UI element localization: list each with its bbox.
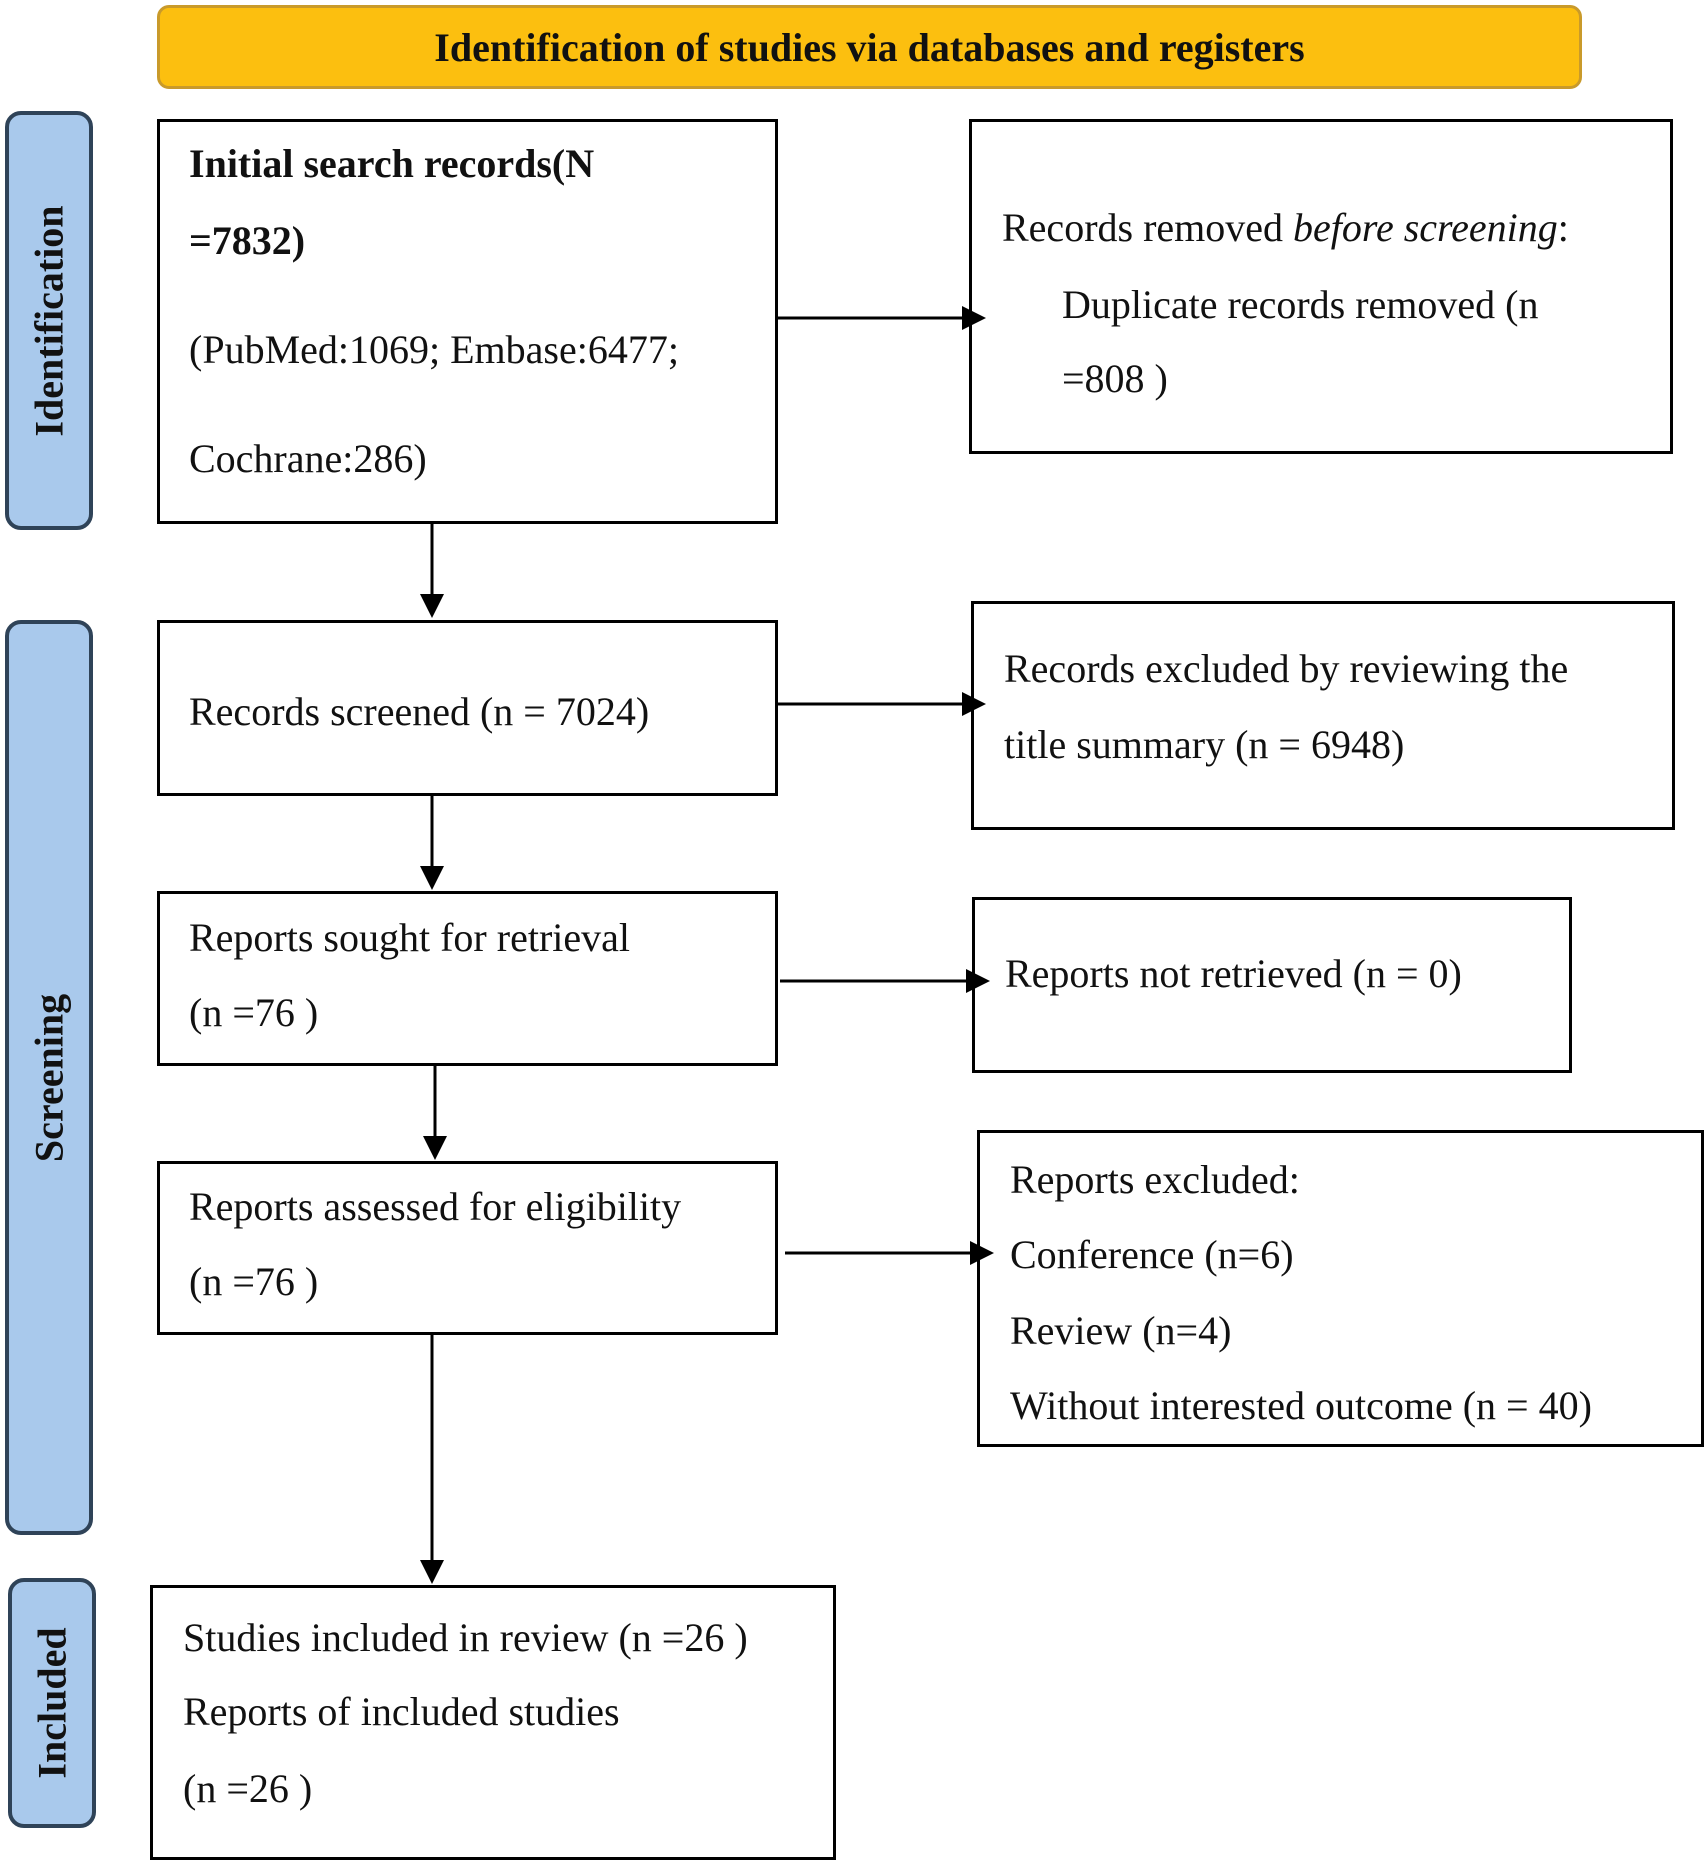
removed-prefix: Records removed <box>1002 205 1294 250</box>
arrowhead-reports-excluded <box>970 1241 994 1265</box>
reports-not-retrieved-line-1: Reports not retrieved (n = 0) <box>1005 951 1462 996</box>
stage-included: Included <box>8 1578 96 1828</box>
reports-excluded-box: Reports excluded: Conference (n=6) Revie… <box>977 1130 1704 1447</box>
records-screened-box: Records screened (n = 7024) <box>157 620 778 796</box>
records-excluded-line-1: Records excluded by reviewing the <box>1004 646 1569 691</box>
reports-excluded-line-1: Reports excluded: <box>1010 1157 1300 1202</box>
records-excluded-box: Records excluded by reviewing the title … <box>971 601 1675 830</box>
reports-excluded-line-4: Without interested outcome (n = 40) <box>1010 1383 1592 1428</box>
initial-search-line-3: (PubMed:1069; Embase:6477; <box>189 327 679 372</box>
studies-included-line-2: Reports of included studies <box>183 1689 620 1734</box>
initial-search-line-1: Initial search records(N <box>189 141 595 186</box>
arrowhead-reports-not-retrieved <box>966 969 990 993</box>
reports-assessed-box: Reports assessed for eligibility (n =76 … <box>157 1161 778 1335</box>
removed-before-screening-line-3: =808 ) <box>1062 356 1168 401</box>
removed-before-screening-box: Records removed before screening: Duplic… <box>969 119 1673 454</box>
removed-before-screening-line-1: Records removed before screening: <box>1002 204 1569 251</box>
identification-header: Identification of studies via databases … <box>157 5 1582 89</box>
removed-before-screening-line-2: Duplicate records removed (n <box>1062 282 1539 327</box>
initial-search-line-2: =7832) <box>189 218 306 263</box>
arrowhead-records-excluded <box>962 692 986 716</box>
stage-identification: Identification <box>5 111 93 530</box>
reports-assessed-line-2: (n =76 ) <box>189 1259 319 1304</box>
reports-not-retrieved-box: Reports not retrieved (n = 0) <box>972 897 1572 1073</box>
reports-sought-box: Reports sought for retrieval (n =76 ) <box>157 891 778 1066</box>
studies-included-box: Studies included in review (n =26 ) Repo… <box>150 1585 836 1860</box>
reports-excluded-line-2: Conference (n=6) <box>1010 1232 1294 1277</box>
reports-sought-line-2: (n =76 ) <box>189 990 319 1035</box>
reports-assessed-line-1: Reports assessed for eligibility <box>189 1184 682 1229</box>
reports-excluded-line-3: Review (n=4) <box>1010 1308 1232 1353</box>
removed-italic: before screening <box>1293 205 1558 250</box>
arrowhead-studies-included <box>420 1560 444 1584</box>
header-title: Identification of studies via databases … <box>434 24 1305 70</box>
initial-search-line-4: Cochrane:286) <box>189 436 427 481</box>
records-screened-line-1: Records screened (n = 7024) <box>189 689 650 734</box>
studies-included-line-3: (n =26 ) <box>183 1766 313 1811</box>
removed-suffix: : <box>1557 205 1569 250</box>
studies-included-line-1: Studies included in review (n =26 ) <box>183 1615 748 1660</box>
stage-screening: Screening <box>5 620 93 1535</box>
reports-sought-line-1: Reports sought for retrieval <box>189 915 630 960</box>
initial-search-box: Initial search records(N =7832) (PubMed:… <box>157 119 778 524</box>
arrowhead-reports-assessed <box>423 1136 447 1160</box>
arrowhead-reports-sought <box>420 866 444 890</box>
arrowhead-records-screened <box>420 594 444 618</box>
records-excluded-line-2: title summary (n = 6948) <box>1004 722 1405 767</box>
arrowhead-removed-before-screening <box>962 306 986 330</box>
